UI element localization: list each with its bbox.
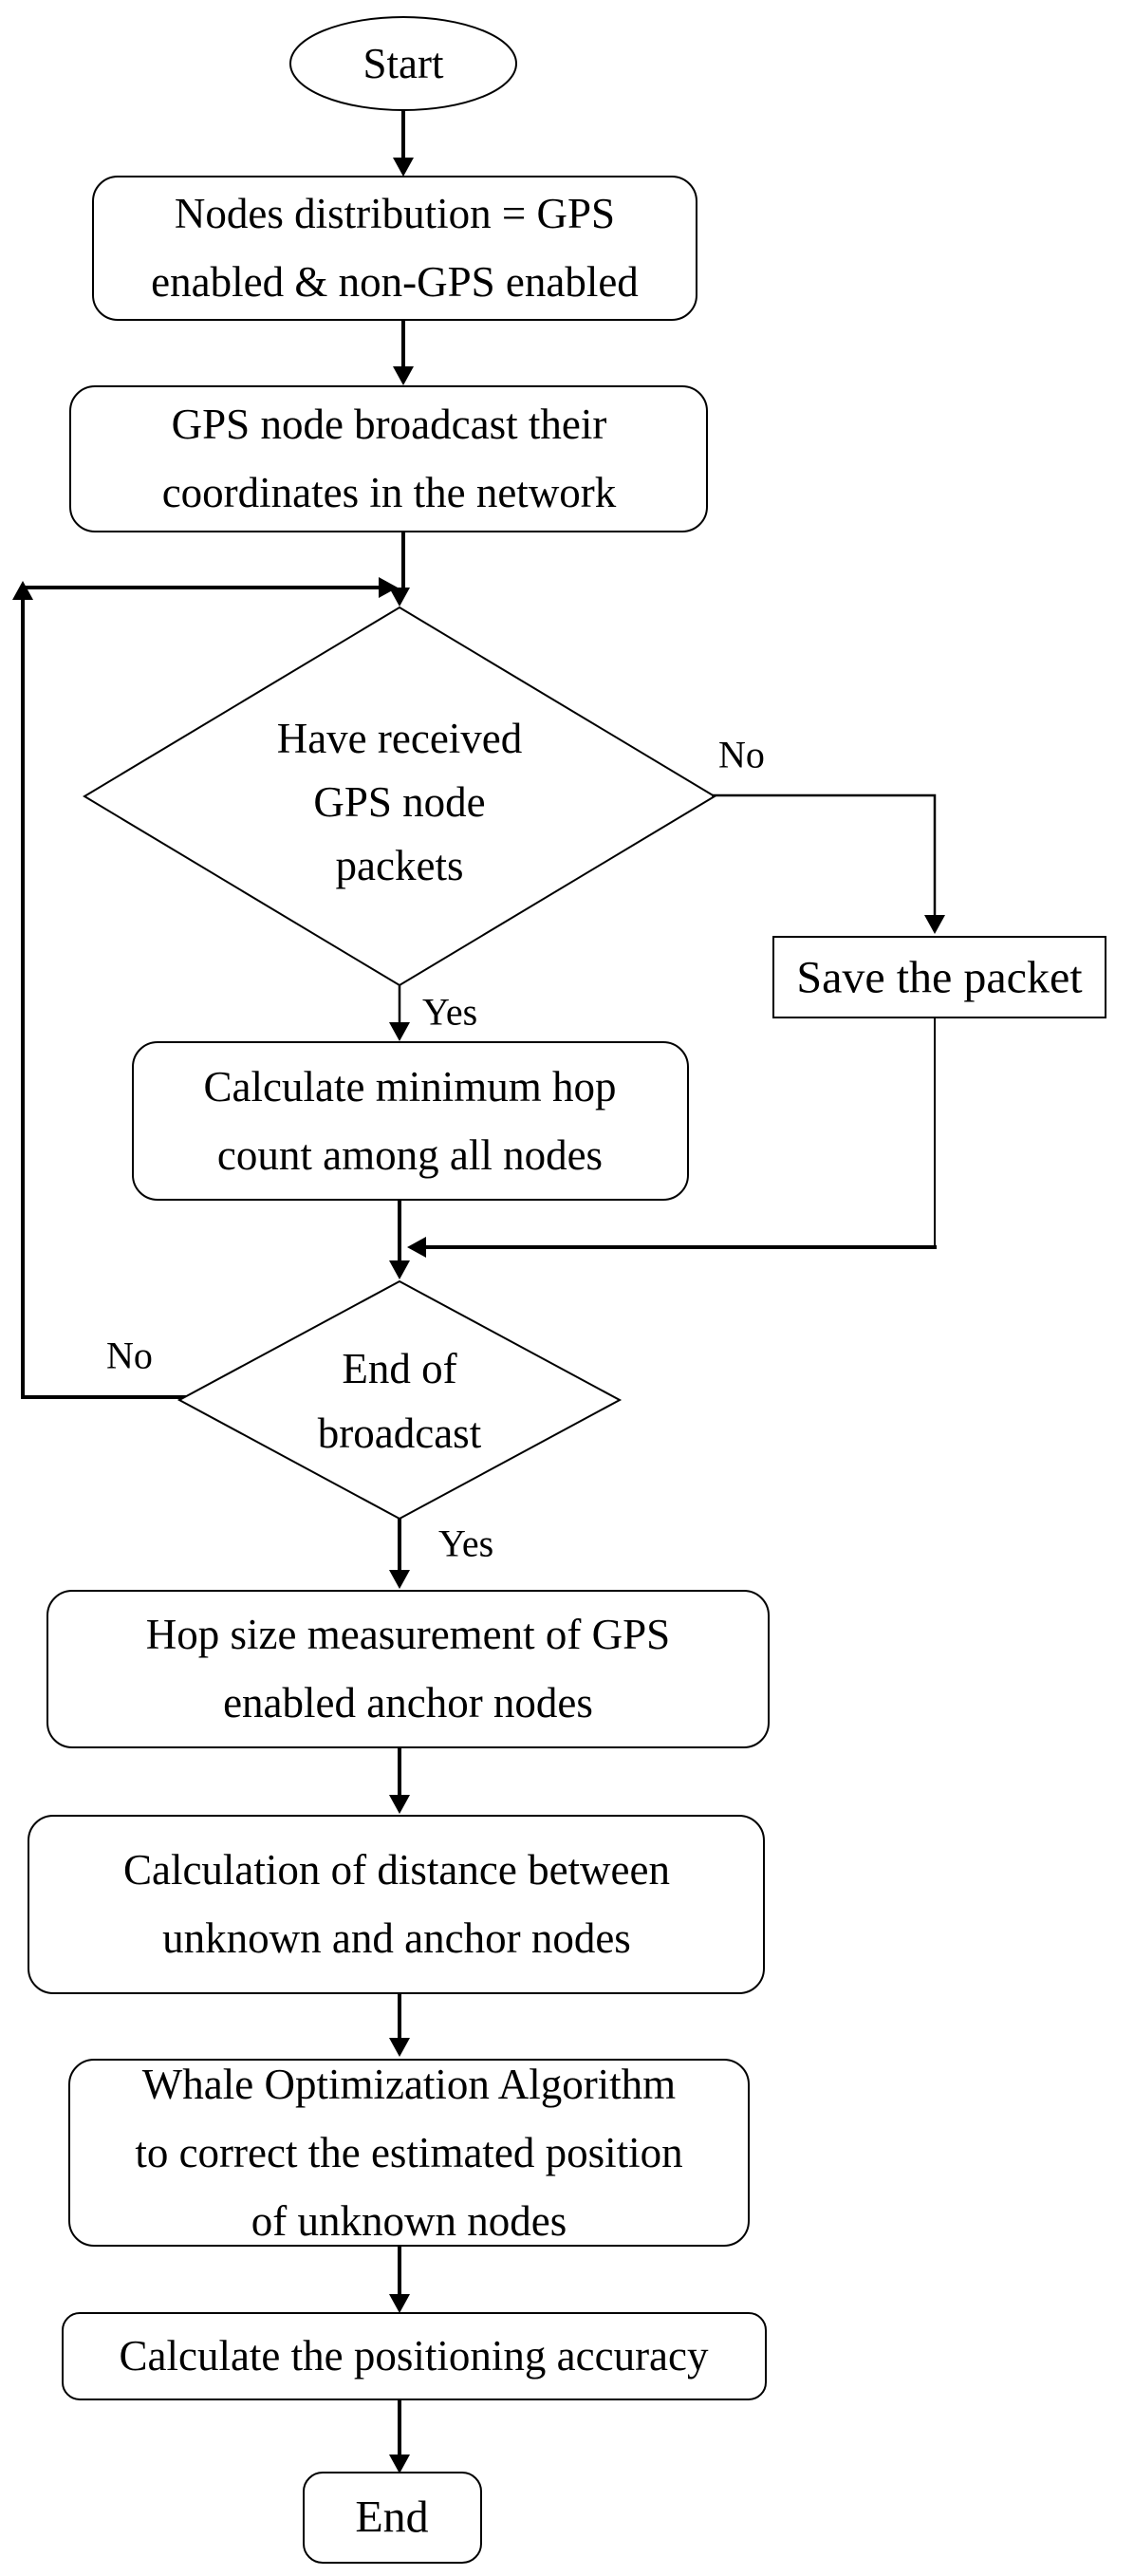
hop-size-process-box (46, 1590, 770, 1748)
arrowhead-down-icon (924, 915, 945, 934)
arrowhead-down-icon (393, 366, 414, 385)
arrowhead-down-icon (389, 1022, 410, 1041)
broadcast-process-box (69, 385, 708, 532)
arrowhead-down-icon (393, 158, 414, 177)
arrowhead-up-icon (12, 581, 33, 600)
distribution-label-line1: Nodes distribution = GPS (175, 190, 615, 237)
decision-end-diamond (177, 1279, 623, 1521)
arrowhead-left-icon (407, 1237, 426, 1258)
arrowhead-right-icon (379, 577, 398, 598)
calc-hop-label-line2: count among all nodes (217, 1131, 603, 1179)
arrowhead-down-icon (389, 2294, 410, 2313)
decision-received-line2: GPS node (313, 778, 485, 826)
calc-distance-process-box (28, 1815, 765, 1994)
arrowhead-down-icon (389, 2038, 410, 2057)
accuracy-label: Calculate the positioning accuracy (119, 2332, 709, 2380)
distribution-label-line2: enabled & non-GPS enabled (151, 258, 639, 306)
woa-label-line1: Whale Optimization Algorithm (142, 2061, 676, 2108)
woa-label-line2: to correct the estimated position (135, 2129, 682, 2176)
branch-label-received-yes: Yes (422, 991, 477, 1034)
distribution-process-box (92, 176, 697, 321)
arrowhead-down-icon (389, 2455, 410, 2473)
branch-label-end-yes: Yes (438, 1522, 493, 1565)
arrowhead-down-icon (389, 1795, 410, 1814)
start-label: Start (363, 40, 444, 87)
decision-received-line1: Have received (277, 715, 523, 762)
accuracy-process-box (62, 2312, 767, 2400)
arrowhead-down-icon (389, 1260, 410, 1279)
loop-return-line (21, 600, 187, 1399)
arrowhead-down-icon (389, 1570, 410, 1589)
branch-label-end-no: No (106, 1335, 153, 1377)
save-packet-box (772, 936, 1106, 1018)
decision-end-line1: End of (342, 1345, 456, 1392)
decision-received-line3: packets (336, 842, 464, 889)
no-branch-line (712, 793, 937, 919)
broadcast-label-line2: coordinates in the network (162, 469, 617, 516)
save-packet-label: Save the packet (796, 953, 1083, 1003)
end-terminator (303, 2472, 482, 2564)
end-label: End (355, 2492, 428, 2543)
hop-size-label-line2: enabled anchor nodes (223, 1679, 593, 1727)
woa-label-line3: of unknown nodes (251, 2197, 567, 2245)
calc-distance-label-line2: unknown and anchor nodes (162, 1914, 631, 1962)
hop-size-label-line1: Hop size measurement of GPS (146, 1611, 670, 1658)
branch-label-received-no: No (718, 734, 765, 776)
arrowhead-down-icon (389, 588, 410, 607)
broadcast-label-line1: GPS node broadcast their (172, 401, 607, 448)
calc-hop-label-line1: Calculate minimum hop (204, 1063, 617, 1111)
calc-distance-label-line1: Calculation of distance between (123, 1846, 670, 1894)
decision-end-line2: broadcast (318, 1409, 482, 1457)
calc-hop-process-box (132, 1041, 689, 1201)
woa-process-box (68, 2059, 750, 2247)
